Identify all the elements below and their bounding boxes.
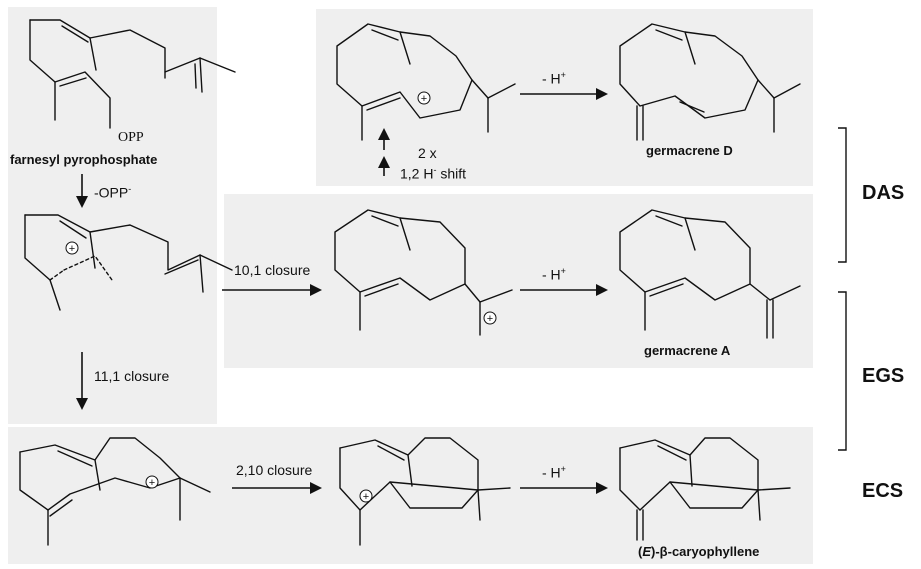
caryophyllene-label: (E)-β-caryophyllene <box>638 544 760 559</box>
deprotonation-d-label: - H+ <box>542 70 566 87</box>
fpp-label: farnesyl pyrophosphate <box>10 152 158 167</box>
germacrene-a-structure <box>619 209 801 339</box>
germacradienyl-cation-structure: + <box>336 23 516 141</box>
svg-text:+: + <box>363 491 369 503</box>
humulyl-cation-structure: + <box>19 437 211 546</box>
closure-10-1-label: 10,1 closure <box>234 262 311 278</box>
germacrenyl-cation-structure: + <box>334 209 513 336</box>
svg-text:+: + <box>149 477 155 489</box>
hydride-shift-label: 1,2 H- shift <box>400 165 467 182</box>
closure-2-10-label: 2,10 closure <box>236 462 313 478</box>
germacrene-d-structure <box>619 23 801 141</box>
loss-opp-label: -OPP- <box>94 184 132 201</box>
closure-11-1-label: 11,1 closure <box>94 368 170 384</box>
das-section-label: DAS <box>862 182 905 204</box>
opp-group-label: OPP <box>118 130 144 145</box>
egs-bracket <box>838 291 847 451</box>
plus-charge: + <box>69 243 75 255</box>
svg-text:+: + <box>421 93 427 105</box>
germacrene-a-panel <box>224 194 813 368</box>
caryophyllene-structure <box>619 437 791 541</box>
deprotonation-c-label: - H+ <box>542 464 566 481</box>
deprotonation-a-label: - H+ <box>542 266 566 283</box>
egs-section-label: EGS <box>862 365 905 387</box>
caryophyllenyl-cation-structure: + <box>339 437 511 546</box>
svg-text:+: + <box>487 313 493 325</box>
farnesyl-cation-structure: + <box>24 214 233 311</box>
ecs-section-label: ECS <box>862 480 904 502</box>
germacrene-d-label: germacrene D <box>646 143 733 158</box>
germacrene-a-label: germacrene A <box>644 343 731 358</box>
farnesyl-pyrophosphate-structure <box>29 19 236 129</box>
germacrene-d-panel <box>316 9 813 186</box>
shift-count-label: 2 x <box>418 145 437 161</box>
das-bracket <box>838 127 847 263</box>
